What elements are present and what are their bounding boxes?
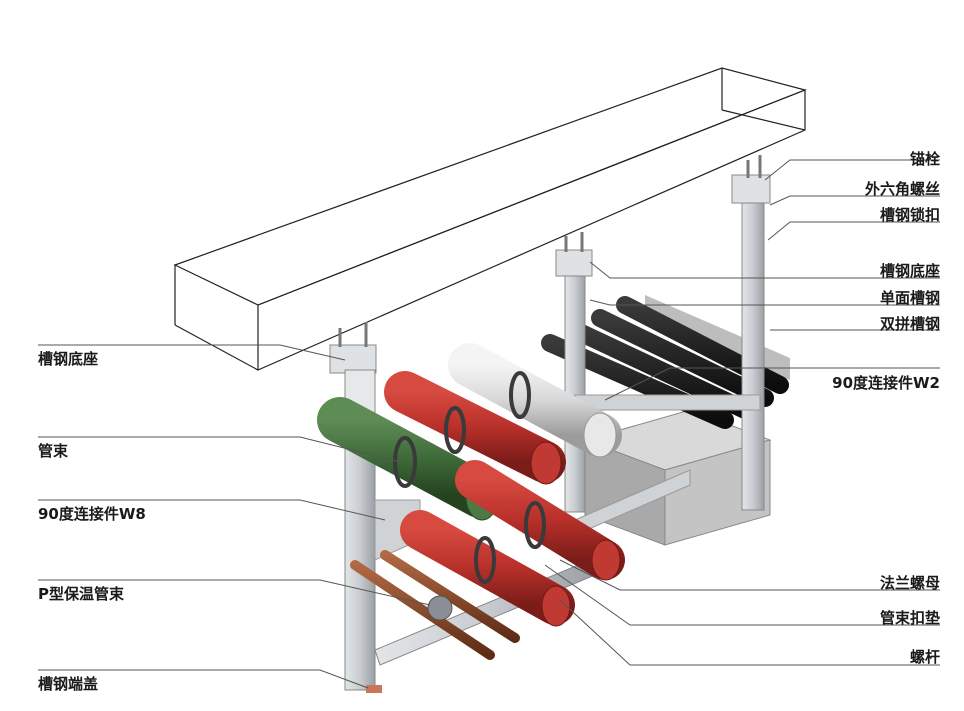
label-anchor-bolt: 锚栓 <box>909 150 940 168</box>
label-channel-end-cap: 槽钢端盖 <box>38 675 99 693</box>
label-clamp-washer: 管束扣垫 <box>879 609 940 627</box>
label-p-insulation-clamp: P型保温管束 <box>38 585 124 603</box>
white-pipe <box>448 343 622 458</box>
label-hex-bolt: 外六角螺丝 <box>864 180 940 198</box>
label-channel-lock: 槽钢锁扣 <box>879 206 940 224</box>
air-duct-wireframe <box>173 67 807 371</box>
label-channel-base-left: 槽钢底座 <box>38 350 99 368</box>
label-double-channel: 双拼槽钢 <box>879 315 940 333</box>
label-channel-base-right: 槽钢底座 <box>879 262 940 280</box>
label-connector-w8: 90度连接件W8 <box>38 505 146 523</box>
leader-lines <box>38 159 940 689</box>
copper-pipes <box>350 550 520 660</box>
label-screw-rod: 螺杆 <box>909 648 940 666</box>
pipe-clamp-rings <box>393 371 546 584</box>
right-support-channels <box>555 155 771 536</box>
label-connector-w2: 90度连接件W2 <box>832 374 940 392</box>
red-pipes <box>384 371 625 627</box>
label-pipe-clamp: 管束 <box>38 442 69 460</box>
label-single-channel: 单面槽钢 <box>879 289 940 307</box>
label-flange-nut: 法兰螺母 <box>879 574 940 592</box>
